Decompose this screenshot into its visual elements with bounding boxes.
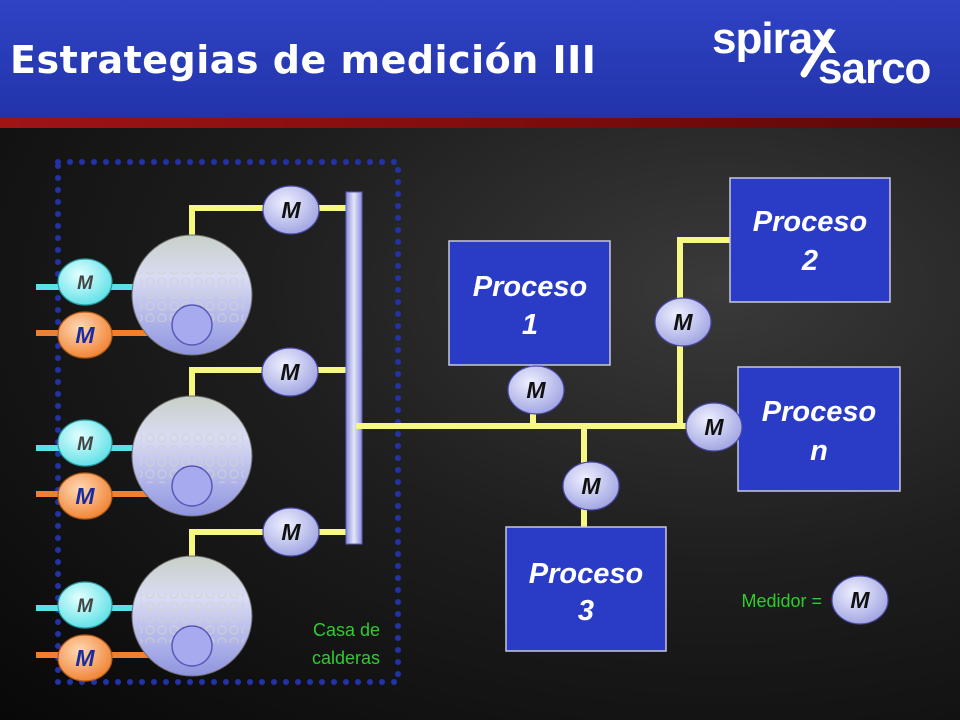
- svg-text:M: M: [75, 645, 95, 671]
- svg-text:M: M: [77, 434, 94, 455]
- meter-boiler-2-fuel: M: [57, 472, 113, 520]
- process-box-2: Proceso 2: [729, 177, 891, 303]
- legend-label: Medidor =: [741, 591, 822, 611]
- svg-text:M: M: [581, 473, 601, 499]
- svg-text:M: M: [75, 322, 95, 348]
- process-2-line1: Proceso: [753, 206, 867, 238]
- svg-text:M: M: [77, 596, 94, 617]
- brand-logo-slash: [800, 28, 834, 78]
- meter-boiler-2-water: M: [57, 419, 113, 467]
- meter-boiler-3-fuel: M: [57, 634, 113, 682]
- process-box-n: Proceso n: [737, 366, 901, 492]
- process-2-line2: 2: [801, 245, 818, 277]
- process-n-line1: Proceso: [762, 396, 876, 428]
- boiler-1: [131, 234, 253, 356]
- svg-text:M: M: [850, 587, 870, 613]
- boiler-3: [131, 555, 253, 677]
- legend-meter-symbol: M: [831, 575, 889, 625]
- meter-process-n: M: [685, 402, 743, 452]
- svg-text:M: M: [281, 197, 301, 223]
- meter-boiler-1-water: M: [57, 258, 113, 306]
- svg-text:M: M: [526, 377, 546, 403]
- process-3-line2: 3: [578, 595, 594, 627]
- svg-text:M: M: [704, 414, 724, 440]
- meter-process-2: M: [654, 297, 712, 347]
- boiler-house-label-line2: calderas: [312, 648, 380, 668]
- process-1-line2: 1: [522, 309, 538, 341]
- title-bar: [0, 0, 960, 118]
- process-box-1: Proceso 1: [448, 240, 611, 366]
- meter-boiler-1-steam: M: [262, 185, 320, 235]
- meter-boiler-3-steam: M: [262, 507, 320, 557]
- steam-header: [345, 191, 363, 545]
- svg-text:M: M: [281, 519, 301, 545]
- meter-process-3: M: [562, 461, 620, 511]
- process-box-3: Proceso 3: [505, 526, 667, 652]
- boiler-house-border: [55, 159, 401, 685]
- meter-boiler-2-steam: M: [261, 347, 319, 397]
- boiler-house-label-line1: Casa de: [313, 620, 380, 640]
- svg-text:M: M: [77, 273, 94, 294]
- meter-boiler-3-water: M: [57, 581, 113, 629]
- title-stripe: [0, 118, 960, 128]
- process-1-line1: Proceso: [473, 271, 587, 303]
- boiler-2: [131, 395, 253, 517]
- meter-boiler-1-fuel: M: [57, 311, 113, 359]
- process-n-line2: n: [810, 435, 828, 467]
- process-3-line1: Proceso: [529, 558, 643, 590]
- svg-text:M: M: [280, 359, 300, 385]
- svg-text:M: M: [75, 483, 95, 509]
- brand-logo-sarco: sarco: [818, 44, 931, 93]
- page-title: Estrategias de medición III: [10, 38, 597, 82]
- svg-text:M: M: [673, 309, 693, 335]
- meter-process-1: M: [507, 365, 565, 415]
